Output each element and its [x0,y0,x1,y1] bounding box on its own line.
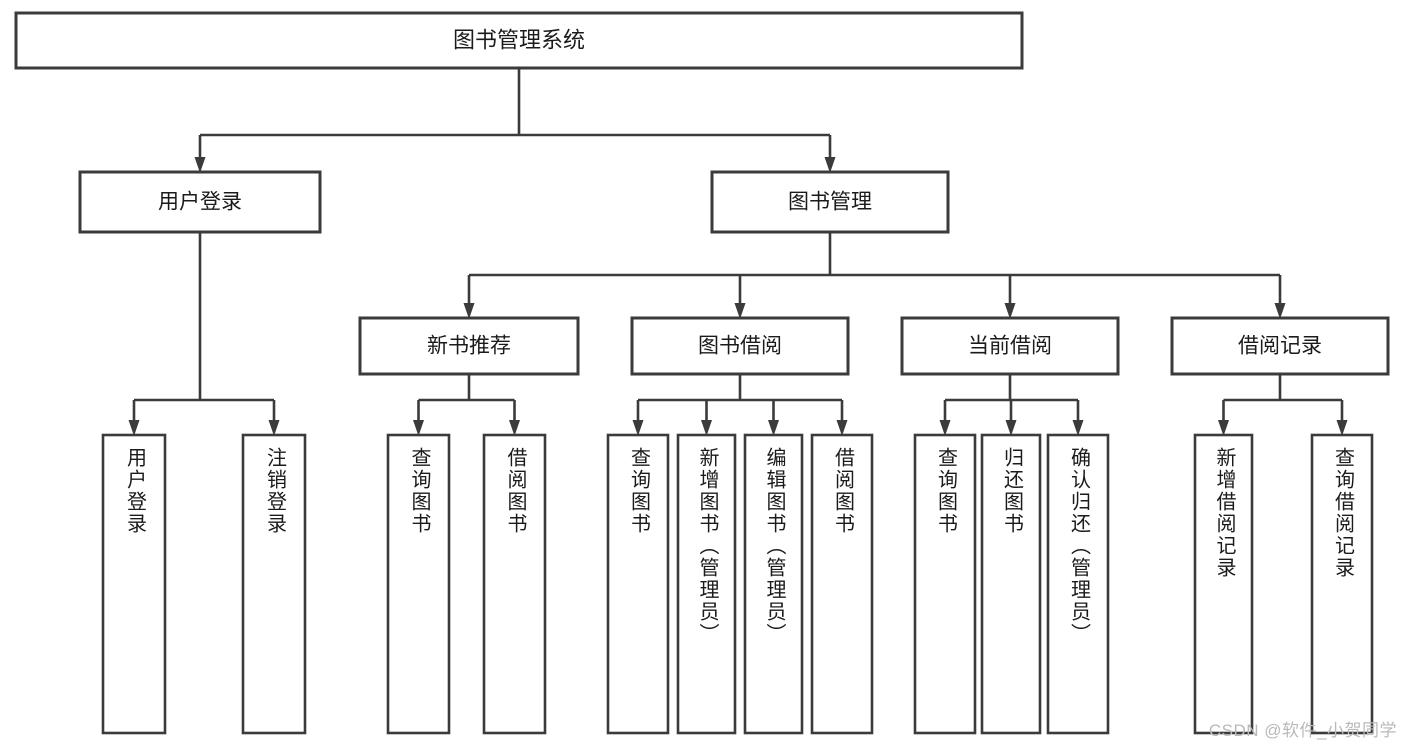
node-leaf-query-book-1[interactable] [386,433,451,735]
arrow-head-icon [824,157,836,173]
node-user-login[interactable]: 用户登录 [78,170,322,234]
node-box-leaf-borrow-book-2 [810,433,874,735]
node-label-current-borrow: 当前借阅 [968,335,1052,358]
node-box-leaf-confirm-return [1046,433,1110,735]
arrow-head-icon [1218,420,1229,436]
edge-layer [128,68,1348,436]
arrow-head-icon [194,157,206,173]
arrow-head-icon [734,303,746,319]
arrow-head-icon [1274,303,1286,319]
node-label-book-borrow: 图书借阅 [698,335,782,358]
arrow-head-icon [1004,303,1016,319]
node-leaf-confirm-return[interactable] [1046,433,1110,735]
node-label-book-management: 图书管理 [788,191,872,214]
arrow-head-icon [1336,420,1348,436]
node-box-new-book-recommend [358,316,580,376]
arrow-head-icon [836,420,848,436]
arrow-head-icon [1072,420,1084,436]
arrow-head-icon [128,420,140,436]
node-leaf-return-book[interactable] [980,433,1042,735]
node-box-user-login [78,170,322,234]
node-box-book-borrow [630,316,850,376]
node-leaf-add-book-admin[interactable] [676,433,737,735]
node-leaf-edit-book-admin[interactable] [743,433,804,735]
node-box-root [14,11,1024,70]
arrow-head-icon [413,420,424,436]
node-box-leaf-edit-book-admin [743,433,804,735]
arrow-head-icon [463,303,475,319]
node-box-leaf-query-book-2 [606,433,670,735]
node-label-root: 图书管理系统 [453,27,585,52]
node-box-leaf-borrow-book-1 [482,433,547,735]
node-label-new-book-recommend: 新书推荐 [427,335,511,358]
node-root[interactable]: 图书管理系统 [14,11,1024,70]
node-label-user-login: 用户登录 [158,191,242,214]
edge-group-book-management [463,232,1286,319]
node-box-leaf-user-login [101,433,167,735]
node-label-borrow-record: 借阅记录 [1238,335,1322,358]
node-box-leaf-add-book-admin [676,433,737,735]
node-box-leaf-logout [241,433,307,735]
edge-group-root [194,68,836,173]
node-borrow-record[interactable]: 借阅记录 [1170,316,1390,376]
node-leaf-query-book-3[interactable] [913,433,977,735]
node-current-borrow[interactable]: 当前借阅 [900,316,1120,376]
arrow-head-icon [509,420,520,436]
watermark: CSDN @软件_小贺同学 [1208,721,1397,740]
node-box-leaf-query-book-1 [386,433,451,735]
node-book-borrow[interactable]: 图书借阅 [630,316,850,376]
node-leaf-add-record[interactable] [1193,433,1254,735]
arrow-head-icon [1005,420,1017,436]
node-leaf-logout[interactable] [241,433,307,735]
node-leaf-borrow-book-2[interactable] [810,433,874,735]
edge-group-current-borrow [939,374,1084,436]
node-box-borrow-record [1170,316,1390,376]
edge-group-borrow-record [1218,374,1348,436]
node-new-book-recommend[interactable]: 新书推荐 [358,316,580,376]
arrow-head-icon [268,420,280,436]
arrow-head-icon [768,420,779,436]
node-leaf-borrow-book-1[interactable] [482,433,547,735]
node-leaf-user-login[interactable] [101,433,167,735]
edge-group-new-book-recommend [413,374,520,436]
node-leaf-query-record[interactable] [1310,433,1374,735]
node-box-leaf-query-record [1310,433,1374,735]
arrow-head-icon [632,420,644,436]
node-book-management[interactable]: 图书管理 [710,170,950,234]
edge-group-user-login [128,232,280,436]
arrow-head-icon [939,420,951,436]
node-box-current-borrow [900,316,1120,376]
node-leaf-query-book-2[interactable] [606,433,670,735]
arrow-head-icon [701,420,712,436]
node-box-book-management [710,170,950,234]
node-box-leaf-add-record [1193,433,1254,735]
edge-group-book-borrow [632,374,848,436]
node-box-leaf-query-book-3 [913,433,977,735]
node-box-leaf-return-book [980,433,1042,735]
